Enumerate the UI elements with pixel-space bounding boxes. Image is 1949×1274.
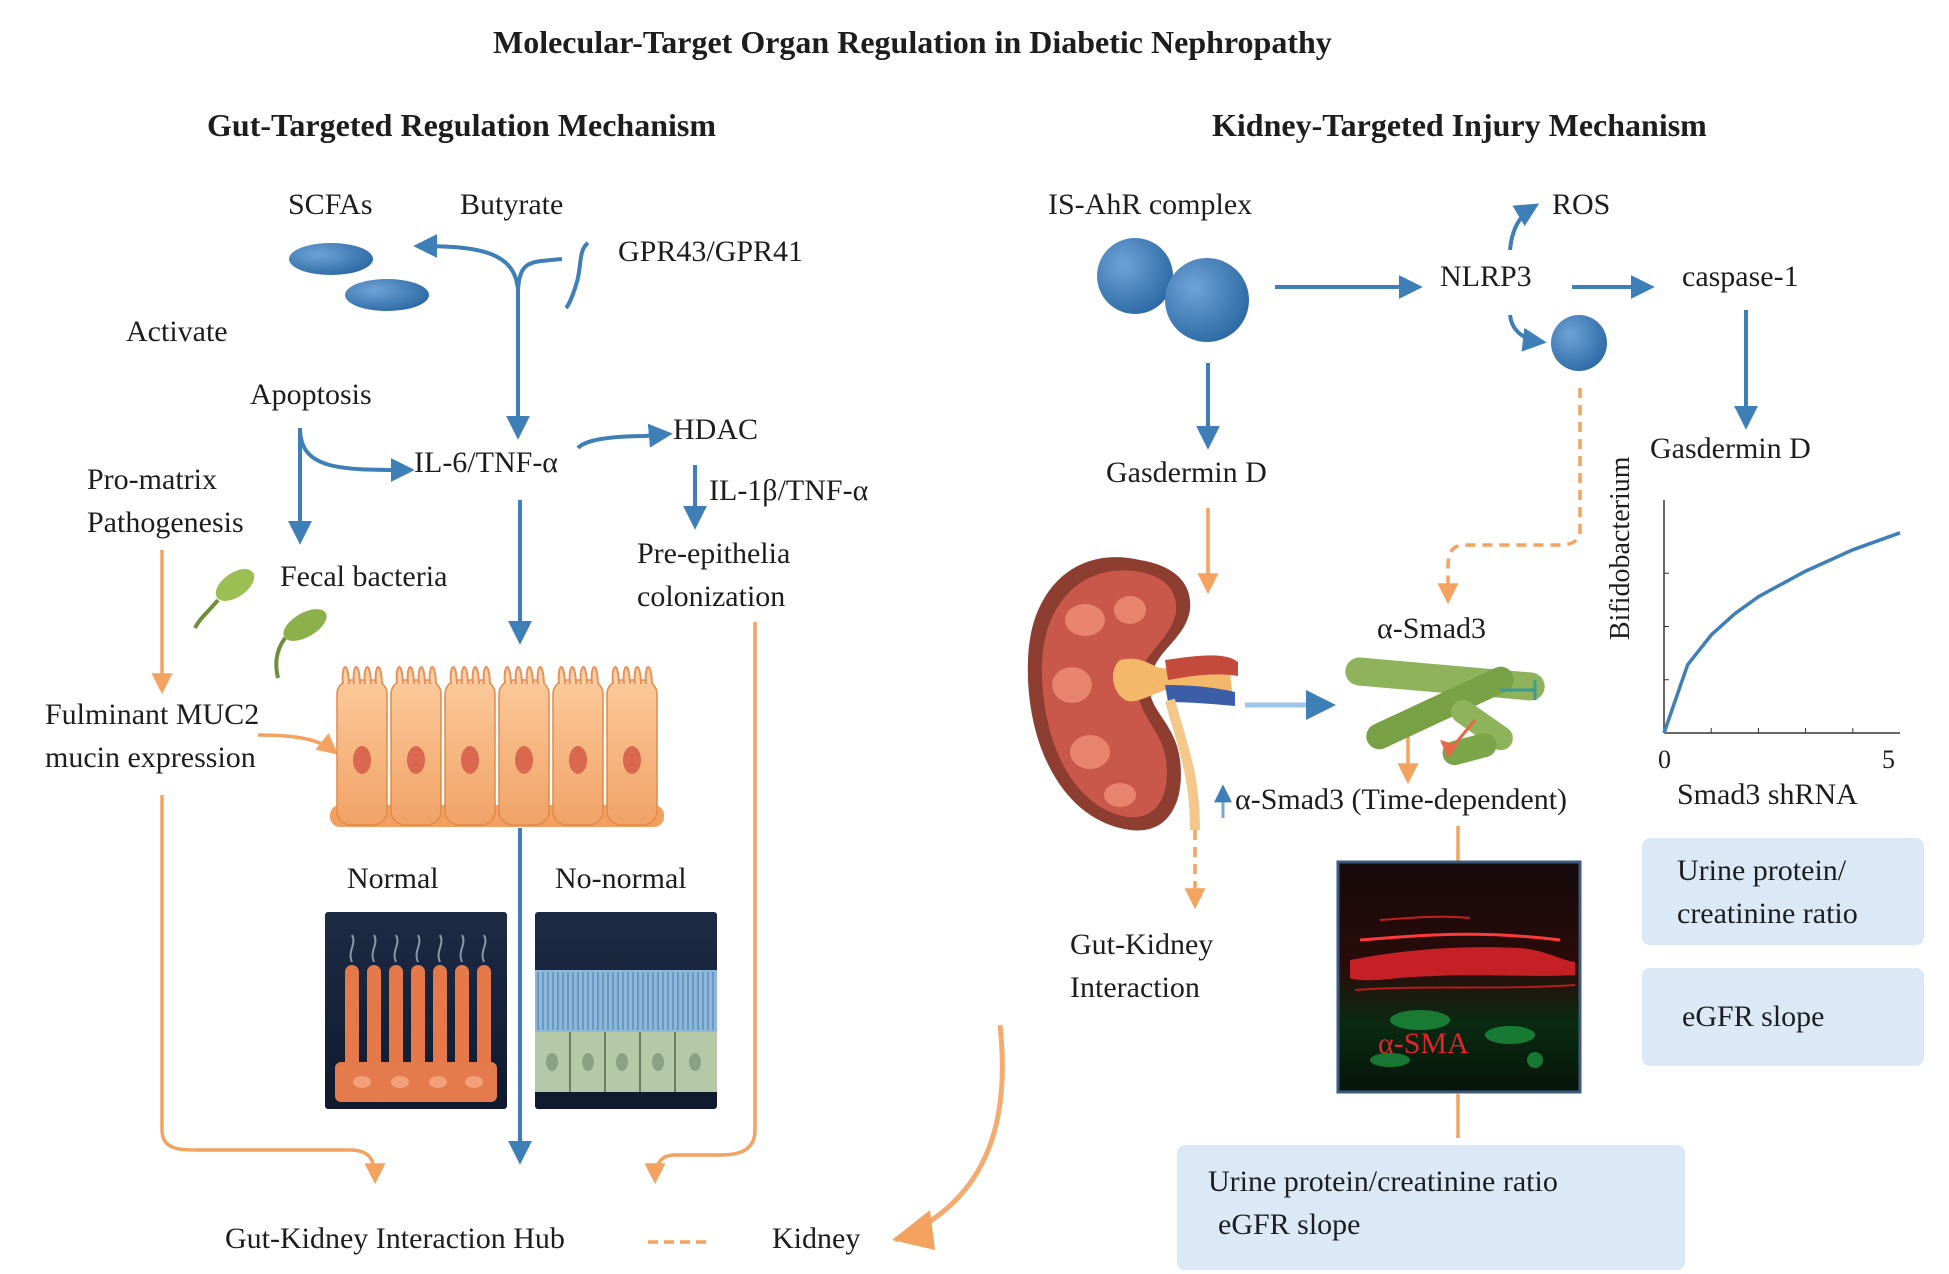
fecal-bacteria-label: Fecal bacteria <box>280 560 448 593</box>
bacteria-icon <box>193 569 327 679</box>
normal-label: Normal <box>347 862 439 895</box>
box-right-egfr: eGFR slope <box>1682 1000 1825 1033</box>
apoptosis-arrows <box>288 427 415 545</box>
abnormal-villi-image <box>535 912 717 1109</box>
pathogenesis-label: Pathogenesis <box>87 506 244 539</box>
muc2-label-line1: Fulminant MUC2 <box>45 698 260 731</box>
kidney-to-gut-arrowhead <box>892 1210 935 1250</box>
bifidobacterium-line-chart <box>1662 500 1901 734</box>
alpha-sma-fluorescence-image <box>1336 860 1582 1094</box>
kidney-illustration <box>1027 557 1238 831</box>
scfa-molecules <box>289 243 429 311</box>
il6-to-hdac-arrow <box>576 423 673 450</box>
nlrp3-product-ball <box>1551 315 1607 371</box>
hub-label: Gut-Kidney Interaction Hub <box>225 1222 565 1255</box>
apoptosis-label: Apoptosis <box>250 378 372 411</box>
chart-xlabel: Smad3 shRNA <box>1677 778 1858 811</box>
caspase-label: caspase-1 <box>1682 260 1799 293</box>
butyrate-label: Butyrate <box>460 188 564 221</box>
epithelium-cells-illustration <box>330 666 664 827</box>
kidney-heading: Kidney-Targeted Injury Mechanism <box>1212 107 1707 143</box>
no-normal-label: No-normal <box>555 862 687 895</box>
il6-label: IL-6/TNF-α <box>414 446 559 479</box>
box-right-line2: creatinine ratio <box>1677 897 1858 930</box>
info-box-urine-ratio <box>1642 838 1924 945</box>
chart-ylabel: Bifidobacterium <box>1605 456 1636 640</box>
scfas-label: SCFAs <box>288 188 373 221</box>
box-bottom-line2: eGFR slope <box>1218 1208 1361 1241</box>
alpha-sma-label: α-SMA <box>1378 1027 1469 1060</box>
colonization-label: colonization <box>637 580 786 613</box>
ahr-complex-icon <box>1097 238 1249 342</box>
chart-series-line <box>1662 531 1901 734</box>
box-bottom-line1: Urine protein/creatinine ratio <box>1208 1165 1558 1198</box>
ros-label: ROS <box>1552 188 1611 221</box>
info-box-egfr <box>1642 968 1924 1066</box>
butyrate-branch-arrows <box>413 234 563 440</box>
smad3-time-label: α-Smad3 (Time-dependent) <box>1235 783 1568 816</box>
normal-villi-image <box>325 912 507 1109</box>
receptor-icon <box>564 241 590 310</box>
kidney-blue-arrows <box>1196 203 1758 450</box>
gut-orange-arrows <box>151 550 757 1244</box>
hdac-label: HDAC <box>673 413 759 446</box>
ahr-complex-label: IS-AhR complex <box>1048 188 1253 221</box>
pro-matrix-label: Pro-matrix <box>87 463 217 496</box>
receptor-label: GPR43/GPR41 <box>618 235 804 268</box>
muc2-label-line2: mucin expression <box>45 741 256 774</box>
box-right-line1: Urine protein/ <box>1677 854 1847 887</box>
kidney-label: Kidney <box>772 1222 861 1255</box>
pre-epithelia-label: Pre-epithelia <box>637 537 791 570</box>
activate-label: Activate <box>126 315 228 348</box>
gasdermin-d-right-label: Gasdermin D <box>1650 432 1811 465</box>
il1b-label: IL-1β/TNF-α <box>709 474 869 507</box>
kidney-to-gut-curve-arrow <box>894 1024 1005 1243</box>
smad3-protein-illustration <box>1345 657 1545 766</box>
gut-kidney-interaction-line1: Gut-Kidney <box>1070 928 1214 961</box>
info-box-bottom <box>1177 1145 1685 1270</box>
chart-xtick-0: 0 <box>1658 745 1671 774</box>
gut-heading: Gut-Targeted Regulation Mechanism <box>207 107 717 143</box>
gasdermin-d-left-label: Gasdermin D <box>1106 456 1267 489</box>
gut-kidney-interaction-line2: Interaction <box>1070 971 1200 1004</box>
page-title: Molecular-Target Organ Regulation in Dia… <box>493 24 1332 60</box>
nlrp3-label: NLRP3 <box>1440 260 1532 293</box>
chart-xtick-5: 5 <box>1882 745 1895 774</box>
smad3-label: α-Smad3 <box>1377 612 1487 645</box>
